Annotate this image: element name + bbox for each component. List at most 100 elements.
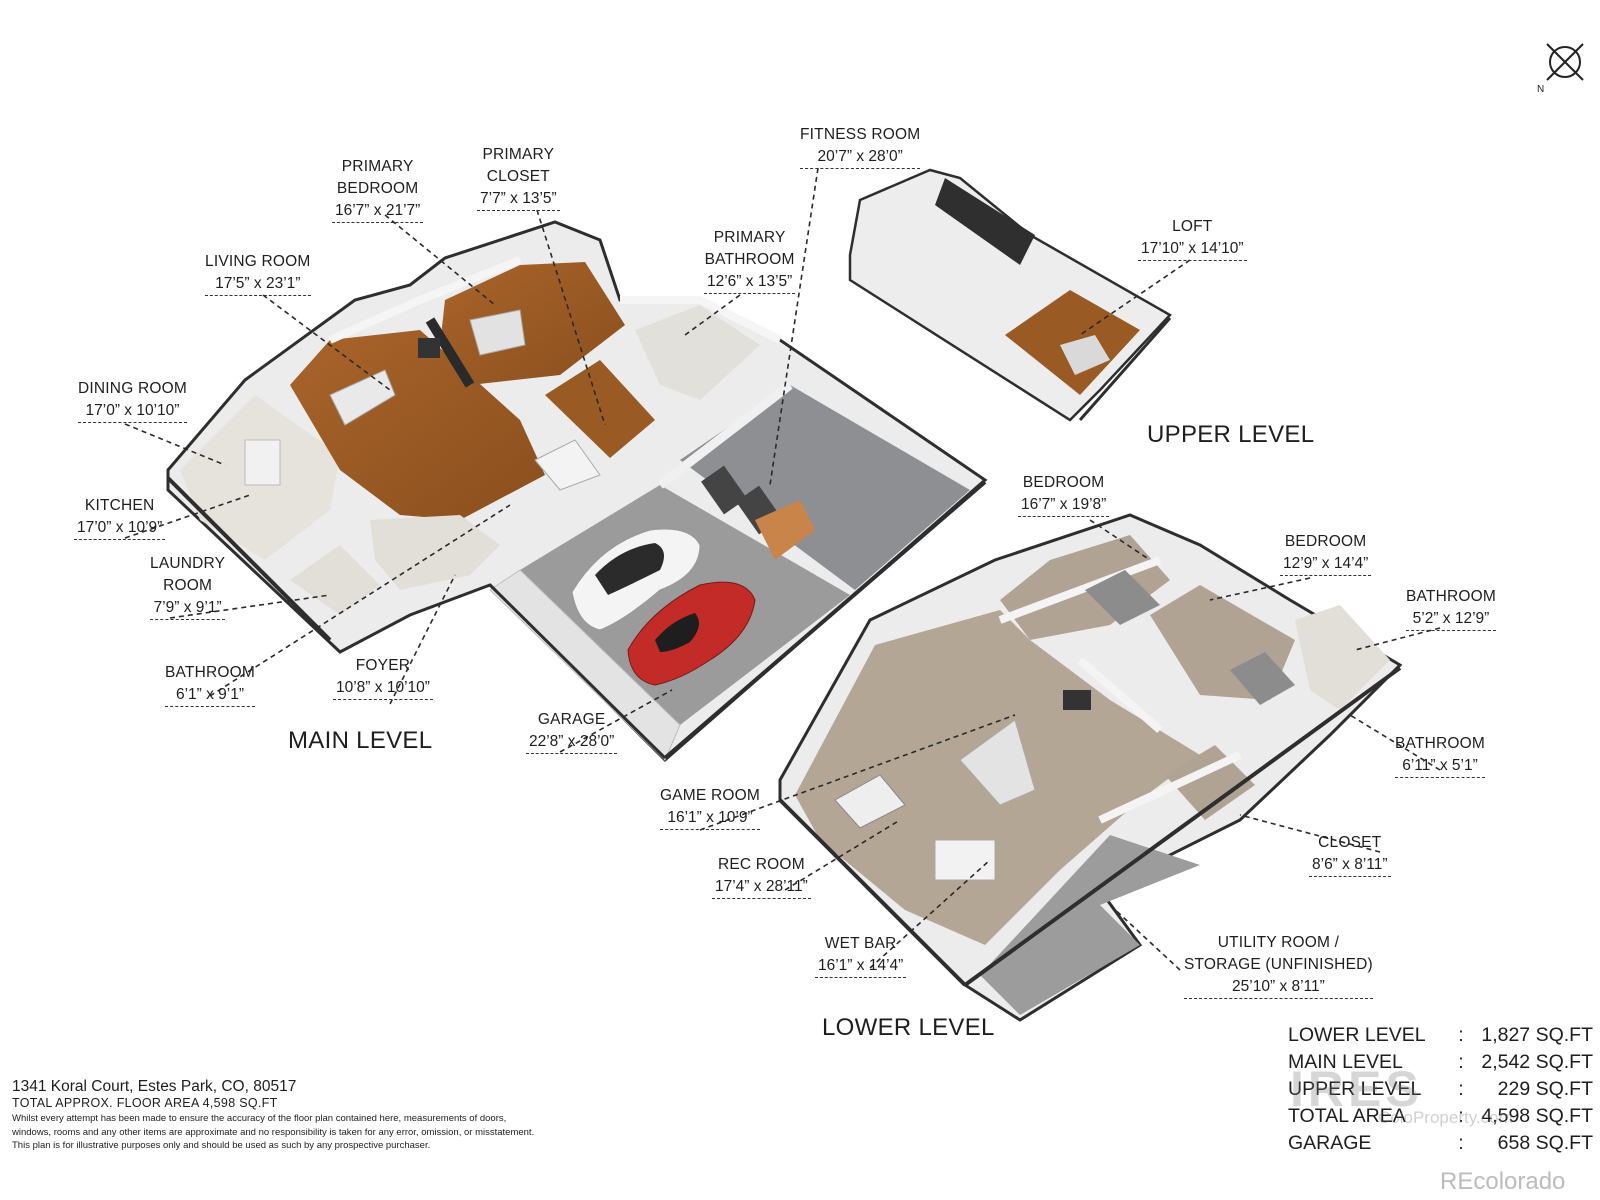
room-label-garage: GARAGE 22’8” x 28’0”: [526, 709, 618, 754]
room-name: BATHROOM: [1395, 735, 1486, 752]
disclaimer-line: windows, rooms and any other items are a…: [12, 1126, 535, 1138]
watermark-logo: IRES: [1290, 1061, 1423, 1117]
area-row: UPPER LEVEL : 229 SQ.FT: [1288, 1076, 1593, 1103]
room-label-bedroom-2: BEDROOM 12’9” x 14’4”: [1280, 531, 1372, 576]
total-floor-area: TOTAL APPROX. FLOOR AREA 4,598 SQ.FT: [12, 1096, 278, 1110]
room-dimensions: 6’1” x 9’1”: [165, 684, 256, 707]
area-sep: :: [1458, 1078, 1464, 1100]
area-sep: :: [1458, 1024, 1464, 1046]
room-name: BEDROOM: [1284, 533, 1367, 550]
room-dimensions: 20’7” x 28’0”: [800, 146, 921, 169]
room-label-lower-bathroom-1: BATHROOM 5’2” x 12’9”: [1406, 586, 1497, 631]
room-dimensions: 17’5” x 23’1”: [205, 273, 311, 296]
level-title-main: MAIN LEVEL: [288, 727, 433, 754]
room-label-main-bathroom: BATHROOM 6’1” x 9’1”: [165, 662, 256, 707]
area-value: 658 SQ.FT: [1497, 1132, 1593, 1154]
room-name: WET BAR: [824, 935, 897, 952]
room-label-utility: UTILITY ROOM / STORAGE (UNFINISHED) 25’1…: [1184, 932, 1373, 999]
room-dimensions: 6’11” x 5’1”: [1395, 755, 1486, 778]
room-name: PRIMARY: [341, 158, 414, 175]
room-label-rec: REC ROOM 17’4” x 28’11”: [712, 854, 811, 899]
room-dimensions: 16’1” x 10’9”: [660, 807, 760, 830]
room-label-primary-bathroom: PRIMARY BATHROOM 12’6” x 13’5”: [704, 227, 796, 294]
label-leader-lines: [124, 167, 1441, 971]
laundry-floor: [290, 545, 380, 615]
room-label-dining: DINING ROOM 17’0” x 10’10”: [78, 378, 187, 423]
room-name: DINING ROOM: [78, 380, 187, 397]
room-name-line2: STORAGE (UNFINISHED): [1184, 956, 1373, 973]
brand-logo: REcolorado: [1440, 1168, 1566, 1195]
fitness-room-floor: [680, 385, 970, 590]
level-title-upper: UPPER LEVEL: [1147, 421, 1315, 448]
area-row: MAIN LEVEL : 2,542 SQ.FT: [1288, 1049, 1593, 1076]
room-name: LIVING ROOM: [205, 253, 311, 270]
room-name-line2: BEDROOM: [336, 180, 419, 197]
room-name: UTILITY ROOM /: [1217, 934, 1340, 951]
disclaimer-line: Whilst every attempt has been made to en…: [12, 1113, 507, 1124]
room-name: CLOSET: [1318, 834, 1382, 851]
room-name: FOYER: [355, 657, 411, 674]
foyer-floor: [370, 515, 500, 590]
utility-floor: [980, 835, 1200, 1015]
primary-bedroom-floor: [440, 262, 625, 385]
room-label-primary-bedroom: PRIMARY BEDROOM 16’7” x 21’7”: [332, 156, 424, 223]
red-car: [627, 581, 756, 686]
room-name: GAME ROOM: [660, 787, 760, 804]
disclaimer-line: This plan is for illustrative purposes o…: [12, 1140, 431, 1151]
room-dimensions: 16’7” x 21’7”: [332, 200, 424, 223]
room-dimensions: 8’6” x 8’11”: [1309, 854, 1391, 877]
room-label-loft: LOFT 17’10” x 14’10”: [1138, 216, 1247, 261]
room-label-kitchen: KITCHEN 17’0” x 10’9”: [74, 495, 166, 540]
room-label-bedroom-1: BEDROOM 16’7” x 19’8”: [1018, 472, 1110, 517]
room-label-wet-bar: WET BAR 16’1” x 14’4”: [815, 933, 907, 978]
room-dimensions: 22’8” x 28’0”: [526, 731, 618, 754]
area-label: GARAGE: [1288, 1132, 1372, 1154]
room-label-fitness: FITNESS ROOM 20’7” x 28’0”: [800, 124, 921, 169]
room-dimensions: 7’7” x 13’5”: [477, 188, 560, 211]
area-value: 1,827 SQ.FT: [1481, 1024, 1593, 1046]
room-label-primary-closet: PRIMARY CLOSET 7’7” x 13’5”: [477, 144, 560, 211]
area-label: LOWER LEVEL: [1288, 1024, 1426, 1046]
upper-level-outline: [848, 168, 1172, 422]
room-label-closet: CLOSET 8’6” x 8’11”: [1309, 832, 1391, 877]
room-dimensions: 10’8” x 10’10”: [333, 677, 433, 700]
room-dimensions: 12’9” x 14’4”: [1280, 553, 1372, 576]
area-label: TOTAL AREA: [1288, 1105, 1406, 1127]
compass-icon: N: [1537, 43, 1584, 95]
room-name: BATHROOM: [1406, 588, 1497, 605]
area-sep: :: [1458, 1105, 1464, 1127]
room-dimensions: 16’7” x 19’8”: [1018, 494, 1110, 517]
room-dimensions: 25’10” x 8’11”: [1184, 976, 1373, 999]
living-room-floor: [290, 330, 545, 520]
main-level-floorplan: [166, 220, 988, 763]
room-dimensions: 5’2” x 12’9”: [1406, 608, 1497, 631]
room-label-laundry: LAUNDRY ROOM 7’9” x 9’1”: [150, 553, 226, 620]
room-name: GARAGE: [537, 711, 606, 728]
room-name: FITNESS ROOM: [800, 126, 921, 143]
upper-level-floorplan: [848, 168, 1172, 422]
room-name: REC ROOM: [717, 856, 805, 873]
room-name: PRIMARY: [482, 146, 555, 163]
property-address: 1341 Koral Court, Estes Park, CO, 80517: [12, 1078, 297, 1095]
lower-bath-floor: [1295, 605, 1390, 710]
area-row: TOTAL AREA : 4,598 SQ.FT: [1288, 1103, 1593, 1130]
compass-north-label: N: [1537, 84, 1544, 95]
room-dimensions: 17’4” x 28’11”: [712, 876, 811, 899]
level-title-lower: LOWER LEVEL: [822, 1014, 995, 1041]
room-name: KITCHEN: [84, 497, 155, 514]
room-label-lower-bathroom-2: BATHROOM 6’11” x 5’1”: [1395, 733, 1486, 778]
room-dimensions: 7’9” x 9’1”: [150, 597, 226, 620]
area-value: 2,542 SQ.FT: [1481, 1051, 1593, 1073]
room-name-line2: CLOSET: [486, 168, 550, 185]
room-name-line2: ROOM: [163, 577, 213, 594]
area-summary-table: LOWER LEVEL : 1,827 SQ.FT MAIN LEVEL : 2…: [1288, 1022, 1593, 1157]
room-name: PRIMARY: [713, 229, 786, 246]
disclaimer: Whilst every attempt has been made to en…: [12, 1112, 652, 1153]
room-name-line2: BATHROOM: [704, 251, 795, 268]
room-name: BEDROOM: [1022, 474, 1105, 491]
room-name: LAUNDRY: [150, 555, 226, 572]
lower-level-floorplan: [778, 513, 1403, 1022]
area-row: LOWER LEVEL : 1,827 SQ.FT: [1288, 1022, 1593, 1049]
room-label-game: GAME ROOM 16’1” x 10’9”: [660, 785, 760, 830]
